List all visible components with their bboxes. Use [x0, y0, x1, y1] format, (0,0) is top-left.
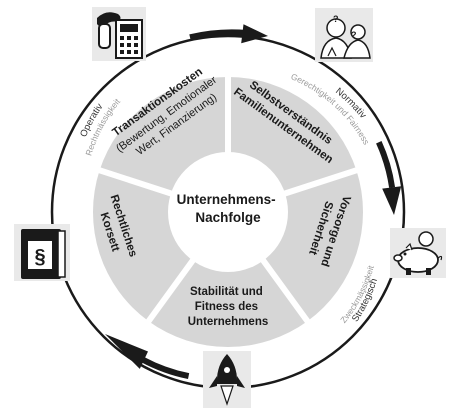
cycle-arrow-top [189, 24, 268, 44]
paragraph-sign: § [34, 246, 45, 268]
thinking-person-icon: ? ? [315, 8, 373, 62]
law-book-icon: § [14, 224, 70, 281]
svg-text:?: ? [351, 30, 357, 40]
cycle-arrow-right [376, 141, 402, 215]
center-label: Unternehmens- Nachfolge [177, 192, 280, 225]
segment-label-stabilitaet: Stabilität und Fitness des Unternehmens [188, 286, 269, 328]
cycle-arrow-bottom [105, 334, 190, 380]
svg-text:?: ? [333, 14, 339, 24]
rocket-icon [203, 351, 251, 408]
phone-calculator-icon [92, 7, 146, 61]
piggy-bank-icon [390, 228, 446, 278]
center-circle [168, 152, 288, 272]
segment-stabilitaet [148, 212, 308, 348]
